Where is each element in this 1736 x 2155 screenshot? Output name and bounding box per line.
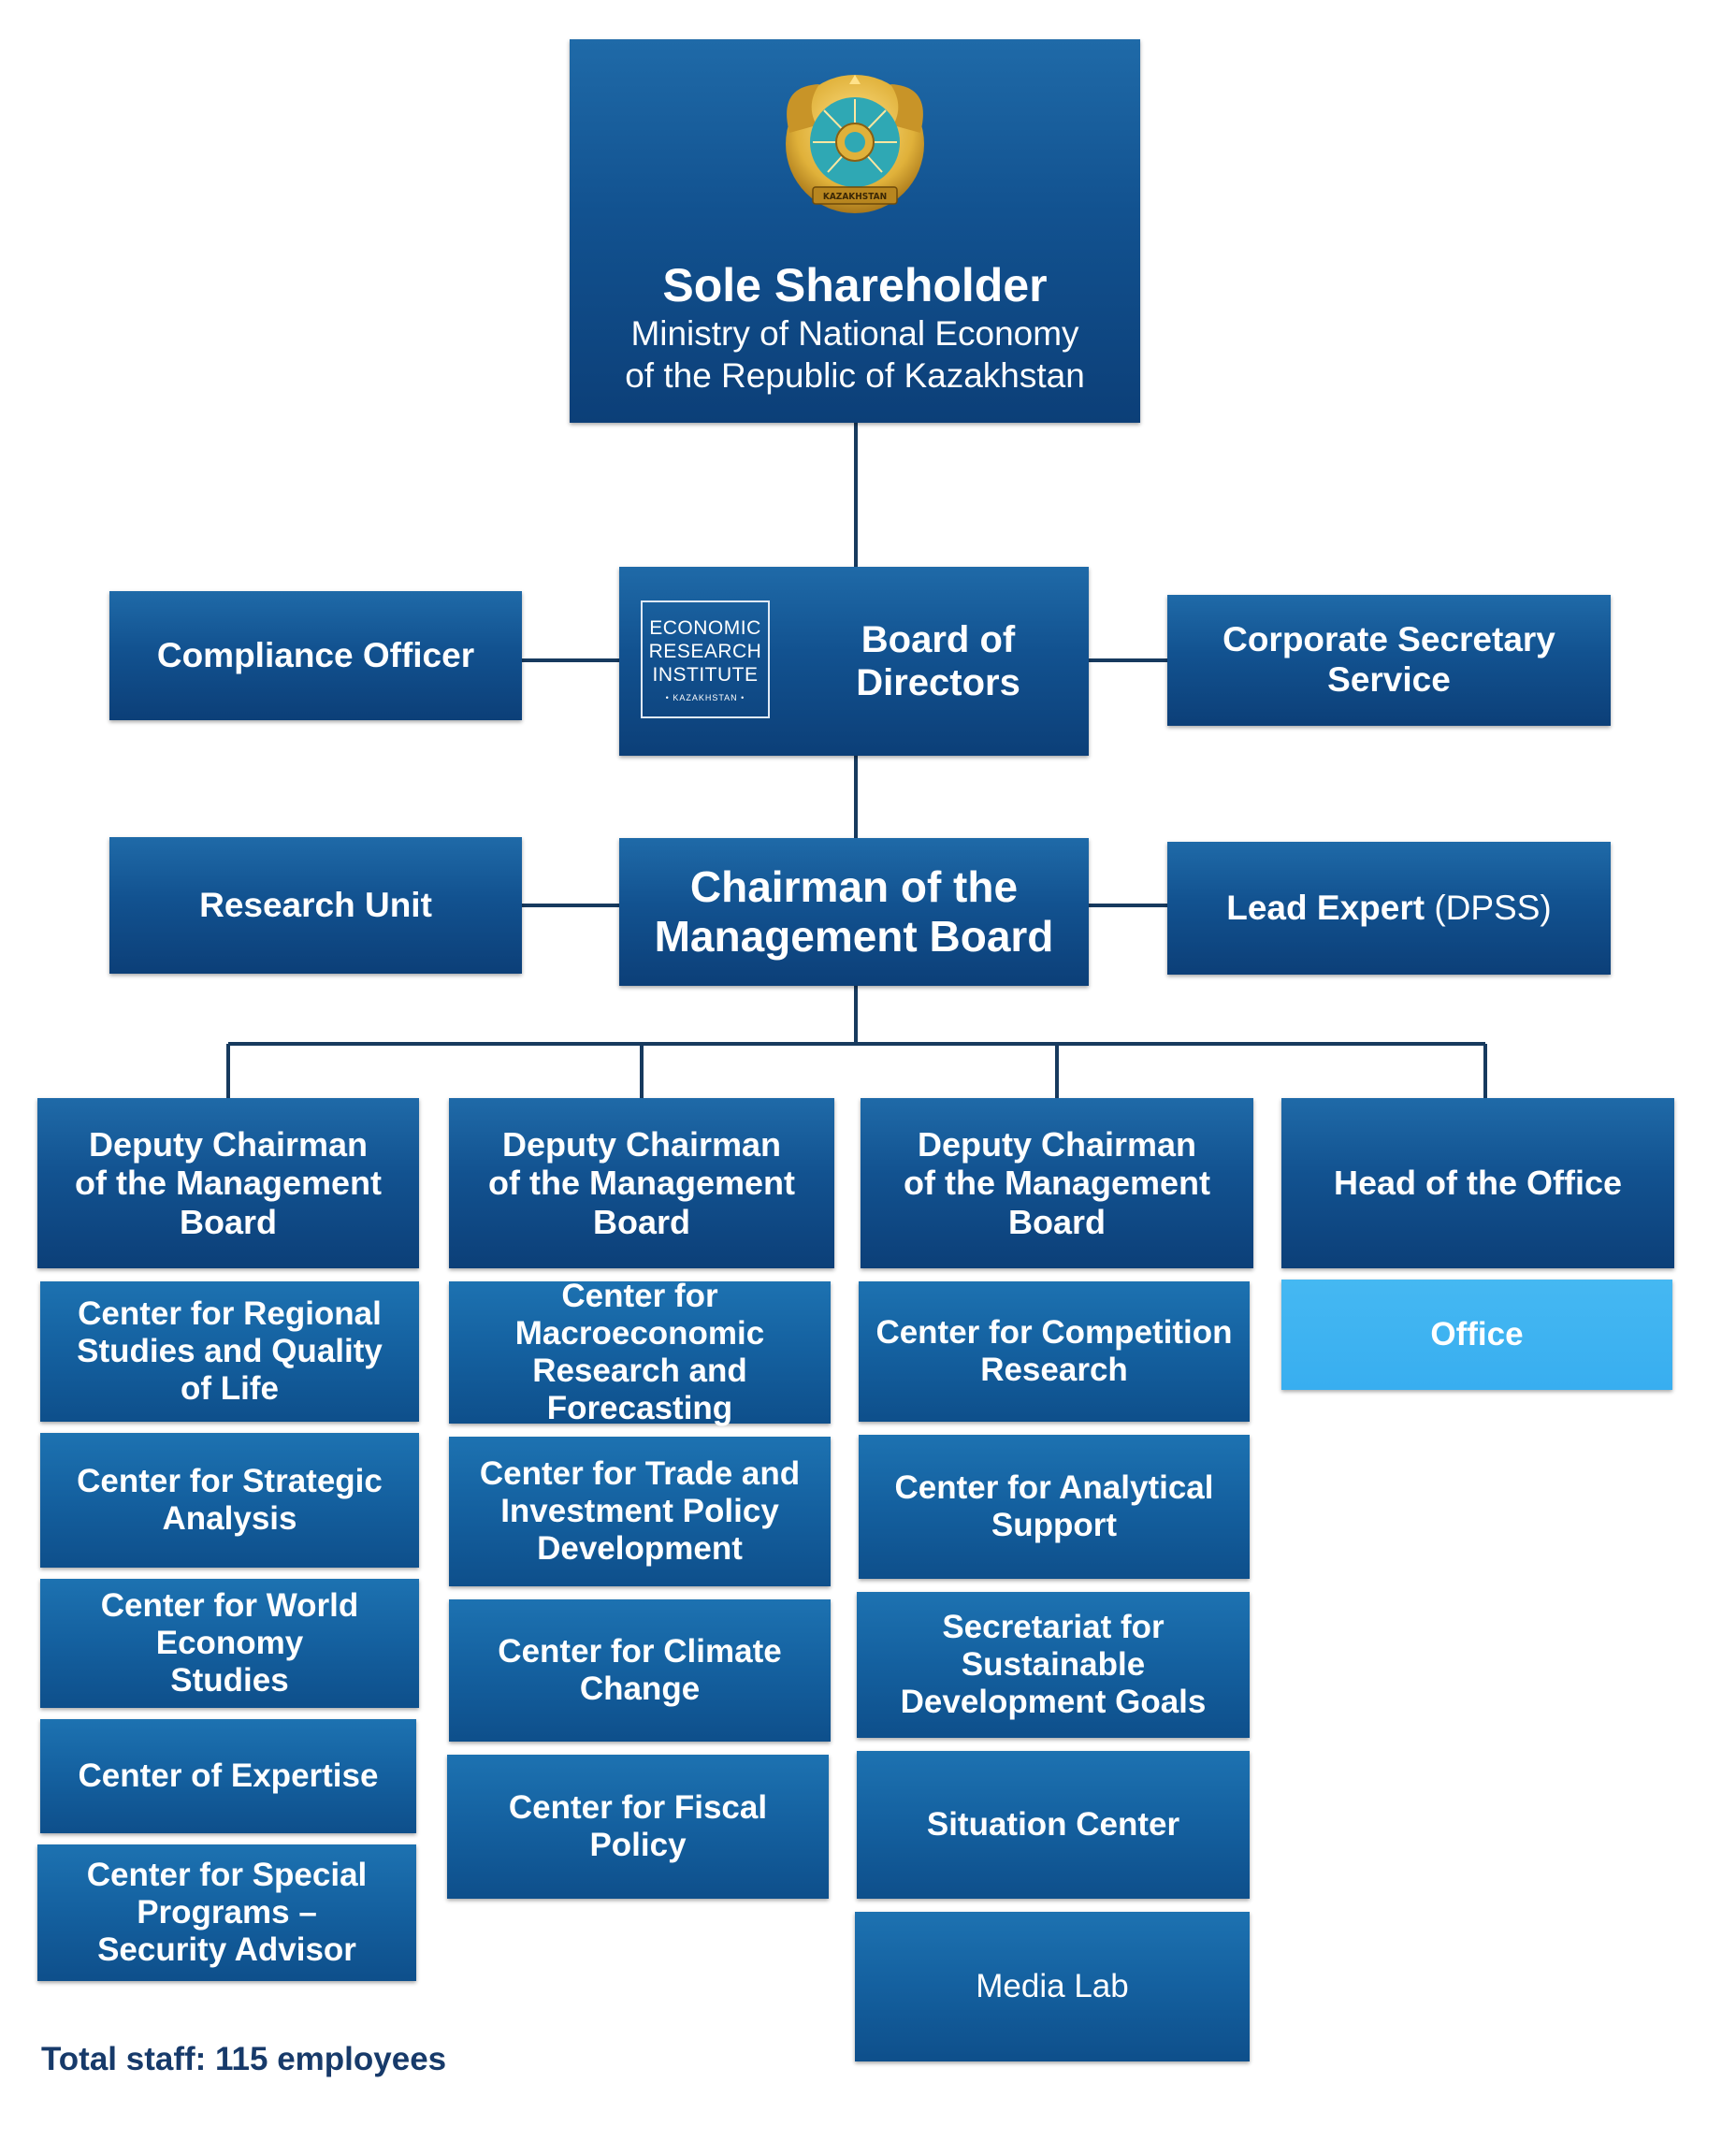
logo-caption: • KAZAKHSTAN •	[665, 692, 745, 702]
emblem-label: KAZAKHSTAN	[823, 192, 887, 202]
lead-expert-text: Lead Expert (DPSS)	[1213, 889, 1564, 929]
head-of-office-label: Head of the Office	[1333, 1164, 1623, 1203]
center-box: Situation Center	[857, 1751, 1250, 1899]
center-label: Center for Regional Studies and Quality …	[77, 1294, 383, 1408]
center-box: Center of Expertise	[40, 1719, 416, 1833]
center-box: Center for Analytical Support	[859, 1435, 1250, 1579]
kazakhstan-emblem-icon: KAZAKHSTAN	[786, 75, 924, 213]
compliance-officer-label: Compliance Officer	[156, 635, 475, 674]
corporate-secretary-label: Corporate Secretary Service	[1222, 620, 1555, 699]
board-of-directors-box: ECONOMIC RESEARCH INSTITUTE • KAZAKHSTAN…	[619, 567, 1089, 756]
center-label: Center for Macroeconomic Research and Fo…	[514, 1277, 765, 1427]
sole-shareholder-subtitle: Ministry of National Economy of the Repu…	[625, 314, 1085, 395]
corporate-secretary-box: Corporate Secretary Service	[1167, 595, 1611, 726]
deputy-chairman-box-3: Deputy Chairman of the Management Board	[861, 1098, 1253, 1268]
center-label: Secretariat for Sustainable Development …	[900, 1608, 1207, 1721]
lead-expert-suffix: (DPSS)	[1425, 888, 1552, 927]
center-box: Center for World Economy Studies	[40, 1579, 419, 1708]
research-unit-label: Research Unit	[199, 885, 432, 924]
sole-shareholder-title: Sole Shareholder	[662, 259, 1048, 312]
center-box: Secretariat for Sustainable Development …	[857, 1592, 1250, 1738]
center-box: Center for Competition Research	[859, 1281, 1250, 1422]
office-label: Office	[1430, 1315, 1524, 1352]
deputy-chairman-label-1: Deputy Chairman of the Management Board	[74, 1124, 383, 1241]
logo-line-1: ECONOMIC	[649, 617, 761, 640]
center-box: Center for Trade and Investment Policy D…	[449, 1437, 831, 1586]
center-label: Center for Climate Change	[498, 1632, 782, 1707]
logo-line-2: RESEARCH	[648, 641, 762, 663]
center-label: Center for Competition Research	[875, 1313, 1233, 1388]
deputy-chairman-box-2: Deputy Chairman of the Management Board	[449, 1098, 834, 1268]
center-label: Center for Strategic Analysis	[77, 1462, 383, 1537]
center-box: Center for Special Programs – Security A…	[37, 1844, 416, 1981]
lead-expert-label: Lead Expert	[1226, 888, 1425, 927]
media-lab-label: Media Lab	[976, 1967, 1129, 2004]
center-label: Center for World Economy Studies	[100, 1586, 359, 1699]
center-label: Center for Special Programs – Security A…	[86, 1856, 368, 1969]
eri-logo: ECONOMIC RESEARCH INSTITUTE • KAZAKHSTAN…	[641, 600, 770, 718]
center-label: Center for Fiscal Policy	[508, 1788, 768, 1863]
media-lab-box: Media Lab	[855, 1912, 1250, 2061]
center-label: Center for Analytical Support	[894, 1468, 1214, 1543]
center-box: Center for Fiscal Policy	[447, 1755, 829, 1899]
deputy-chairman-box-1: Deputy Chairman of the Management Board	[37, 1098, 419, 1268]
center-box: Center for Climate Change	[449, 1599, 831, 1742]
center-box: Center for Regional Studies and Quality …	[40, 1281, 419, 1422]
chairman-label: Chairman of the Management Board	[654, 862, 1054, 961]
center-box: Center for Macroeconomic Research and Fo…	[449, 1278, 831, 1426]
compliance-officer-box: Compliance Officer	[109, 591, 522, 720]
center-label: Situation Center	[926, 1805, 1180, 1843]
chairman-box: Chairman of the Management Board	[619, 838, 1089, 986]
center-label: Center for Trade and Investment Policy D…	[479, 1454, 801, 1568]
office-box: Office	[1281, 1280, 1672, 1390]
total-staff-note: Total staff: 115 employees	[41, 2041, 447, 2077]
deputy-chairman-label-3: Deputy Chairman of the Management Board	[903, 1124, 1211, 1241]
board-of-directors-label: Board of Directors	[856, 619, 1020, 703]
sole-shareholder-box: KAZAKHSTAN Sole Shareholder Ministry of …	[570, 39, 1140, 423]
research-unit-box: Research Unit	[109, 837, 522, 974]
head-of-office-box: Head of the Office	[1281, 1098, 1674, 1268]
lead-expert-box: Lead Expert (DPSS)	[1167, 842, 1611, 975]
center-box: Center for Strategic Analysis	[40, 1433, 419, 1568]
deputy-chairman-label-2: Deputy Chairman of the Management Board	[487, 1124, 796, 1241]
center-label: Center of Expertise	[78, 1757, 379, 1794]
logo-line-3: INSTITUTE	[652, 664, 759, 687]
